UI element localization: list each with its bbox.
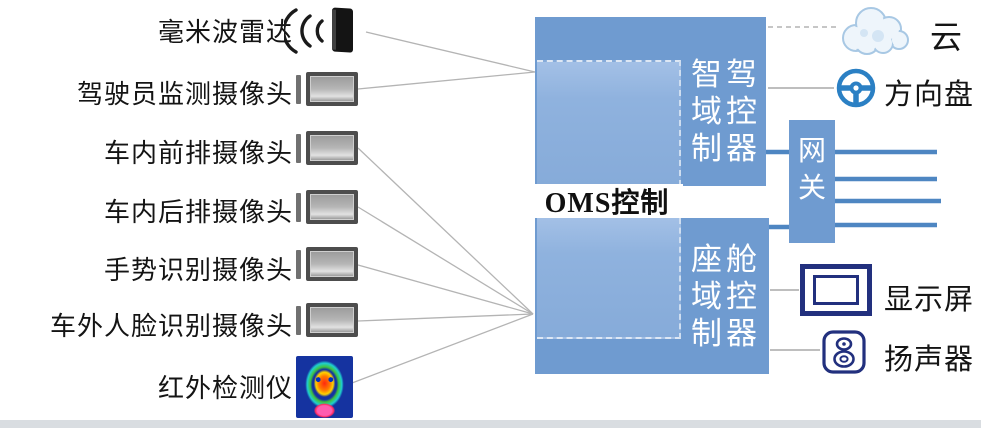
gateway-label-line1: 网 (797, 136, 826, 167)
camera-icon (296, 303, 358, 337)
bottom-edge-strip (0, 420, 981, 428)
cockpit-label-line1: 座舱 (691, 242, 761, 277)
camera-mount (296, 74, 301, 104)
oms-region-upper (537, 60, 681, 186)
gateway-label: 网 关 (789, 133, 835, 207)
camera-body (306, 190, 358, 224)
sensor-label-infrared-detector: 红外检测仪 (157, 374, 293, 403)
sensor-label-gesture-camera: 手势识别摄像头 (103, 256, 293, 285)
camera-mount (296, 249, 301, 279)
sensor-label-front-row-camera: 车内前排摄像头 (103, 139, 293, 168)
camera-icon (296, 72, 358, 106)
radar-icon (284, 7, 353, 54)
steering-wheel-icon (836, 68, 876, 108)
camera-body (306, 247, 358, 281)
sensor-label-driver-camera: 驾驶员监测摄像头 (76, 80, 293, 109)
display-icon (800, 264, 872, 316)
thermal-image-icon (296, 356, 353, 418)
camera-mount (296, 133, 301, 163)
oms-control-label: OMS控制 (531, 184, 683, 219)
display-label: 显示屏 (884, 284, 975, 316)
camera-icon (296, 131, 358, 165)
sensor-label-face-camera: 车外人脸识别摄像头 (49, 312, 293, 341)
camera-mount (296, 192, 301, 222)
cloud-icon (842, 7, 909, 55)
steering-wheel-label: 方向盘 (884, 79, 975, 111)
speaker-label: 扬声器 (884, 344, 975, 376)
display-screen (813, 275, 859, 305)
oms-region-lower (537, 218, 681, 339)
camera-body (306, 72, 358, 106)
cockpit-domain-controller-label: 座舱 域控 制器 (688, 241, 764, 352)
cloud-label: 云 (930, 19, 964, 55)
driving-domain-controller-label: 智驾 域控 制器 (688, 56, 764, 167)
cockpit-label-line3: 制器 (691, 316, 761, 351)
cockpit-label-line2: 域控 (691, 279, 761, 314)
camera-body (306, 131, 358, 165)
driving-label-line1: 智驾 (691, 57, 761, 92)
driving-label-line2: 域控 (691, 94, 761, 129)
speaker-icon (822, 330, 866, 374)
camera-mount (296, 305, 301, 335)
sensor-label-mmwave-radar: 毫米波雷达 (157, 18, 293, 47)
gateway-box (789, 120, 835, 243)
camera-icon (296, 247, 358, 281)
camera-icon (296, 190, 358, 224)
sensor-label-rear-row-camera: 车内后排摄像头 (103, 198, 293, 227)
gateway-label-line2: 关 (797, 173, 826, 204)
driving-label-line3: 制器 (691, 131, 761, 166)
camera-body (306, 303, 358, 337)
